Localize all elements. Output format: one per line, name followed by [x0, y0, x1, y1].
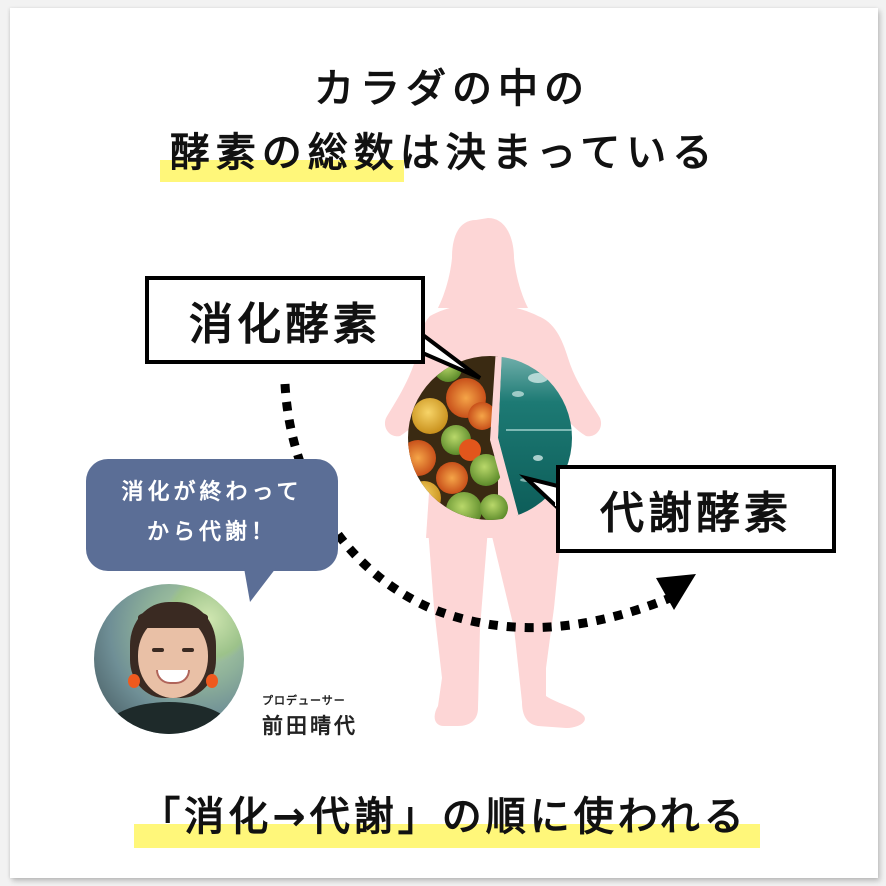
avatar	[94, 584, 244, 734]
speech-bubble: 消化が終わって から代謝！	[86, 459, 338, 571]
metabolic-enzyme-label: 代謝酵素	[556, 465, 836, 553]
person-role: プロデューサー	[262, 694, 346, 707]
conclusion-highlight: 「消化→代謝」の順に使われる	[134, 784, 760, 848]
title-line-1: カラダの中の	[314, 66, 590, 112]
title-line-2: 酵素の総数は決まっている	[10, 120, 878, 182]
title-highlight: 酵素の総数	[159, 120, 404, 182]
speech-line-2: から代謝！	[146, 520, 277, 545]
speech-line-1: 消化が終わって	[121, 480, 303, 505]
infographic-card: カラダの中の 酵素の総数は決まっている	[10, 8, 878, 878]
title-rest: は決まっている	[399, 130, 719, 176]
conclusion-text: 「消化→代謝」の順に使われる	[10, 784, 878, 848]
speech-tail-icon	[244, 568, 276, 602]
digestive-enzyme-label: 消化酵素	[145, 276, 425, 364]
person-name: 前田晴代	[262, 714, 358, 738]
